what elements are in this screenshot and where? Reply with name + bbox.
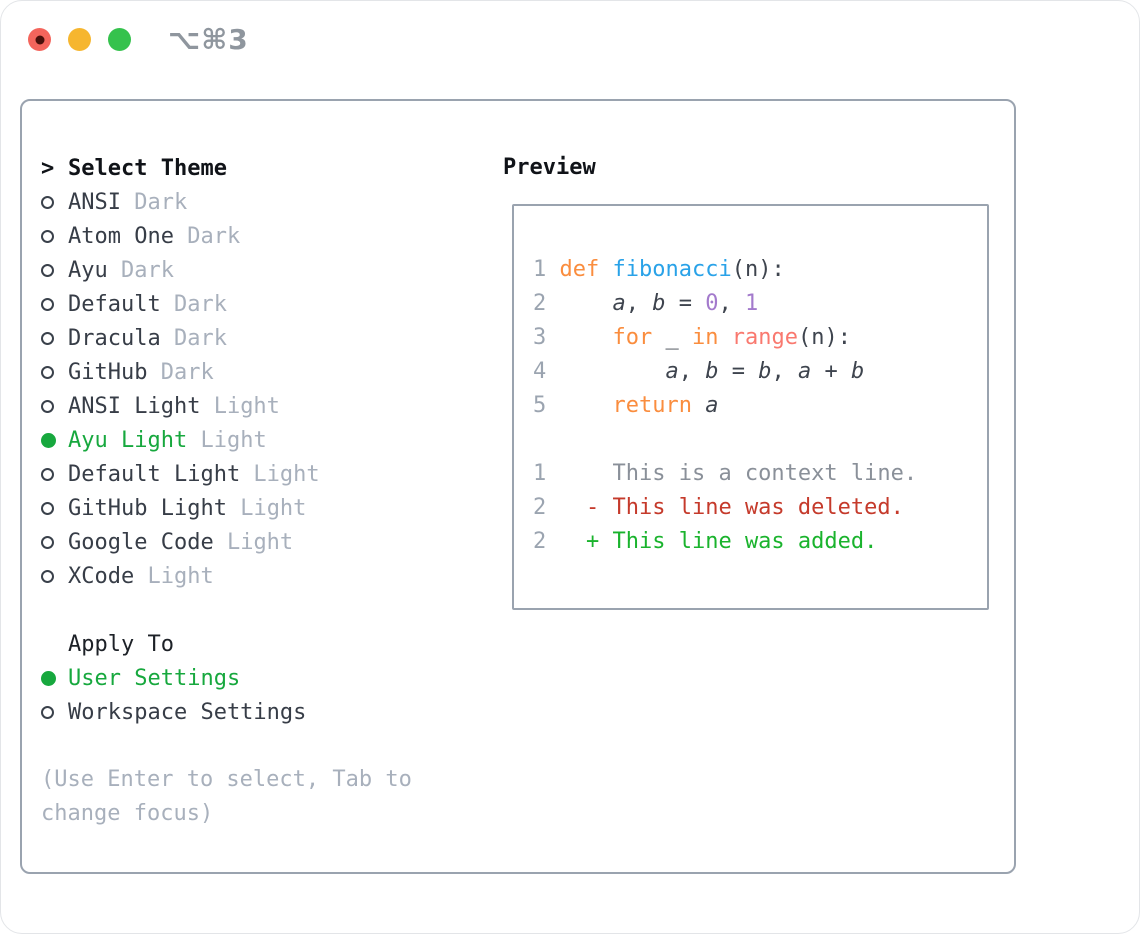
apply-to-title: Apply To (68, 631, 174, 657)
radio-unselected-icon (41, 195, 54, 209)
radio-unselected-icon (41, 331, 54, 345)
theme-item[interactable]: Ayu Dark (41, 253, 471, 287)
item-variant-label: Dark (147, 359, 214, 385)
apply-to-header-row: Apply To (41, 627, 471, 661)
preview-title: Preview (503, 155, 596, 180)
radio-unselected-icon (41, 467, 54, 481)
preview-column: Preview 1 def fibonacci(n): 2 a, b = 0, 1… (503, 151, 989, 610)
item-variant-label: Light (200, 393, 280, 419)
preview-line: 1 def fibonacci(n): (533, 257, 785, 282)
preview-line: 3 for _ in range(n): (533, 325, 851, 350)
item-label: User Settings (68, 665, 241, 691)
theme-item[interactable]: GitHub Dark (41, 355, 471, 389)
radio-unselected-icon (41, 229, 54, 243)
preview-line: 2 + This line was added. (533, 529, 878, 554)
item-variant-label: Dark (160, 291, 227, 317)
radio-selected-icon (41, 670, 56, 686)
theme-item[interactable]: Ayu Light Light (41, 423, 471, 457)
theme-item[interactable]: ANSI Light Light (41, 389, 471, 423)
prompt-icon: > (41, 155, 55, 181)
item-label: Ayu (68, 257, 108, 283)
radio-unselected-icon (41, 705, 54, 719)
zoom-button[interactable] (108, 28, 131, 51)
keyboard-hint: (Use Enter to select, Tab to change focu… (41, 767, 412, 826)
preview-box: 1 def fibonacci(n): 2 a, b = 0, 1 3 for _ … (512, 204, 989, 610)
radio-unselected-icon (41, 501, 54, 515)
item-label: Dracula (68, 325, 161, 351)
radio-unselected-icon (41, 263, 54, 277)
theme-item[interactable]: Atom One Dark (41, 219, 471, 253)
item-label: XCode (68, 563, 135, 589)
item-variant-label: Light (134, 563, 214, 589)
traffic-lights (28, 28, 131, 51)
select-theme-title: Select Theme (68, 155, 227, 181)
item-variant-label: Dark (160, 325, 227, 351)
item-label: GitHub Light (68, 495, 227, 521)
radio-unselected-icon (41, 535, 54, 549)
item-variant-label: Dark (107, 257, 174, 283)
theme-item[interactable]: ANSI Dark (41, 185, 471, 219)
theme-item[interactable]: Default Light Light (41, 457, 471, 491)
radio-unselected-icon (41, 297, 54, 311)
minimize-button[interactable] (68, 28, 91, 51)
preview-line: 1 This is a context line. (533, 461, 918, 486)
item-variant-label: Dark (173, 223, 241, 249)
item-label: ANSI Light (68, 393, 201, 419)
item-label: Default (68, 291, 161, 317)
item-label: Google Code (68, 529, 214, 555)
item-label: Workspace Settings (68, 699, 307, 725)
preview-line (533, 423, 987, 457)
preview-line: 5 return a (533, 393, 719, 418)
item-variant-label: Light (213, 529, 294, 555)
theme-item[interactable]: Dracula Dark (41, 321, 471, 355)
radio-unselected-icon (41, 569, 54, 583)
radio-selected-icon (41, 432, 56, 448)
close-dot-icon (35, 35, 44, 44)
theme-item[interactable]: Google Code Light (41, 525, 471, 559)
item-variant-label: Light (240, 461, 320, 487)
preview-line: 4 a, b = b, a + b (533, 359, 865, 384)
preview-line: 2 - This line was deleted. (533, 495, 904, 520)
item-label: Atom One (68, 223, 174, 249)
window-title: ⌥⌘3 (168, 23, 249, 56)
apply-to-option[interactable]: User Settings (41, 661, 471, 695)
item-label: GitHub (68, 359, 148, 385)
preview-line: 2 a, b = 0, 1 (533, 291, 759, 316)
close-button[interactable] (28, 28, 51, 51)
item-label: Default Light (68, 461, 241, 487)
theme-item[interactable]: GitHub Light Light (41, 491, 471, 525)
apply-to-option[interactable]: Workspace Settings (41, 695, 471, 729)
item-variant-label: Dark (120, 189, 188, 215)
theme-item[interactable]: XCode Light (41, 559, 471, 593)
select-theme-header-row: > Select Theme (41, 151, 471, 185)
item-label: Ayu Light (68, 427, 188, 453)
radio-unselected-icon (41, 399, 54, 413)
item-label: ANSI (68, 189, 121, 215)
item-variant-label: Light (226, 495, 307, 521)
theme-item[interactable]: Default Dark (41, 287, 471, 321)
item-variant-label: Light (187, 427, 267, 453)
radio-unselected-icon (41, 365, 54, 379)
